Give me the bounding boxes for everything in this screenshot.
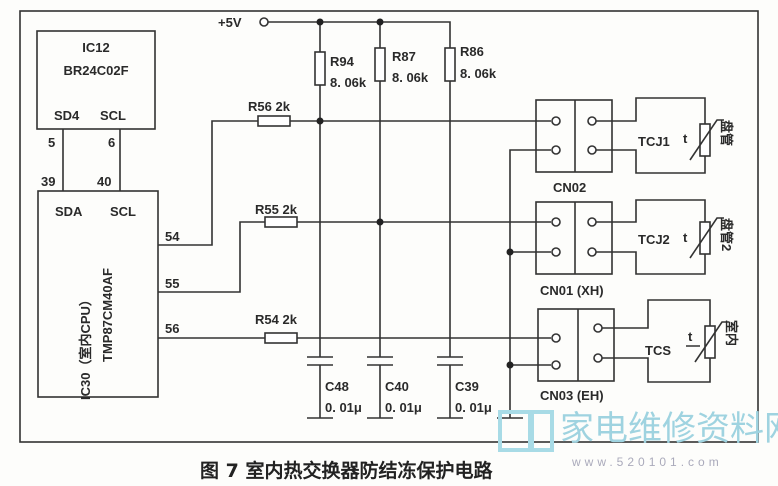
tcj1-desc: 盘管: [719, 120, 734, 146]
c40-value: 0. 01μ: [385, 400, 422, 415]
pin-6: 6: [108, 135, 115, 150]
cn03-label: CN03 (EH): [540, 388, 604, 403]
r87-value: 8. 06k: [392, 70, 429, 85]
signal-54: [158, 120, 551, 246]
watermark-text: 家电维修资料网: [560, 409, 778, 449]
ic12-pin-sd: SD4: [54, 108, 80, 123]
ic12-part: BR24C02F: [63, 63, 128, 78]
r55-label: R55 2k: [255, 202, 298, 217]
ic12-pin-scl: SCL: [100, 108, 126, 123]
capacitor-c39: [437, 356, 463, 419]
r87-name: R87: [392, 49, 416, 64]
tcs-desc: 室内: [724, 320, 739, 346]
ic30: 39 40 SDA SCL IC30（室内CPU） TMP87CM40AF 54…: [37, 174, 180, 400]
thermistor-tcj1: t: [596, 97, 724, 174]
supply-terminal: [259, 17, 269, 27]
c39-value: 0. 01μ: [455, 400, 492, 415]
i2c-wires: [62, 129, 121, 191]
connector-cn02: [535, 99, 613, 173]
ic12: IC12 BR24C02F SD4 SCL 5 6: [36, 30, 156, 150]
tcj1-t: t: [683, 131, 688, 146]
resistor-r87: [374, 47, 386, 82]
connector-cn01: [535, 201, 613, 275]
resistor-r55: [264, 216, 298, 228]
resistor-r54: [264, 332, 298, 344]
pin-54: 54: [165, 229, 180, 244]
outer-frame: [19, 10, 759, 443]
ic30-part: TMP87CM40AF: [100, 268, 115, 362]
resistor-r56: [257, 115, 291, 127]
resistor-r94: [314, 51, 326, 86]
r94-name: R94: [330, 54, 355, 69]
ic30-name: IC30（室内CPU）: [78, 293, 93, 400]
r54-label: R54 2k: [255, 312, 298, 327]
pin-55: 55: [165, 276, 179, 291]
r86-name: R86: [460, 44, 484, 59]
ground-bus: [497, 149, 551, 419]
r86-value: 8. 06k: [460, 66, 497, 81]
tcs-label: TCS: [645, 343, 671, 358]
c39-name: C39: [455, 379, 479, 394]
c40-name: C40: [385, 379, 409, 394]
ic30-pin-scl: SCL: [110, 204, 136, 219]
r56-label: R56 2k: [248, 99, 291, 114]
c48-value: 0. 01μ: [325, 400, 362, 415]
supply-rail: [268, 21, 451, 52]
c48-name: C48: [325, 379, 349, 394]
signal-55: [158, 221, 551, 293]
capacitor-c40: [367, 356, 393, 419]
pin-40: 40: [97, 174, 111, 189]
pin-5: 5: [48, 135, 55, 150]
cn02-label: CN02: [553, 180, 586, 195]
tcj2-t: t: [683, 230, 688, 245]
resistor-r86: [444, 47, 456, 82]
watermark-book-icon: [498, 410, 554, 452]
pin-56: 56: [165, 321, 179, 336]
capacitor-c48: [307, 356, 333, 419]
supply-label: +5V: [218, 15, 242, 30]
tcj2-label: TCJ2: [638, 232, 670, 247]
tcs-t: t: [688, 329, 693, 344]
tcj1-label: TCJ1: [638, 134, 670, 149]
figure-caption: 图 7 室内热交换器防结冻保护电路: [200, 459, 493, 482]
cn01-label: CN01 (XH): [540, 283, 604, 298]
ic30-pin-sda: SDA: [55, 204, 83, 219]
thermistor-tcs: t: [602, 299, 729, 383]
connector-cn03: [537, 308, 615, 382]
thermistor-tcj2: t: [596, 199, 724, 275]
watermark-url: www.520101.com: [571, 455, 723, 469]
r94-value: 8. 06k: [330, 75, 367, 90]
tcj2-desc: 盘管2: [719, 218, 734, 251]
ic12-name: IC12: [82, 40, 109, 55]
pin-39: 39: [41, 174, 55, 189]
